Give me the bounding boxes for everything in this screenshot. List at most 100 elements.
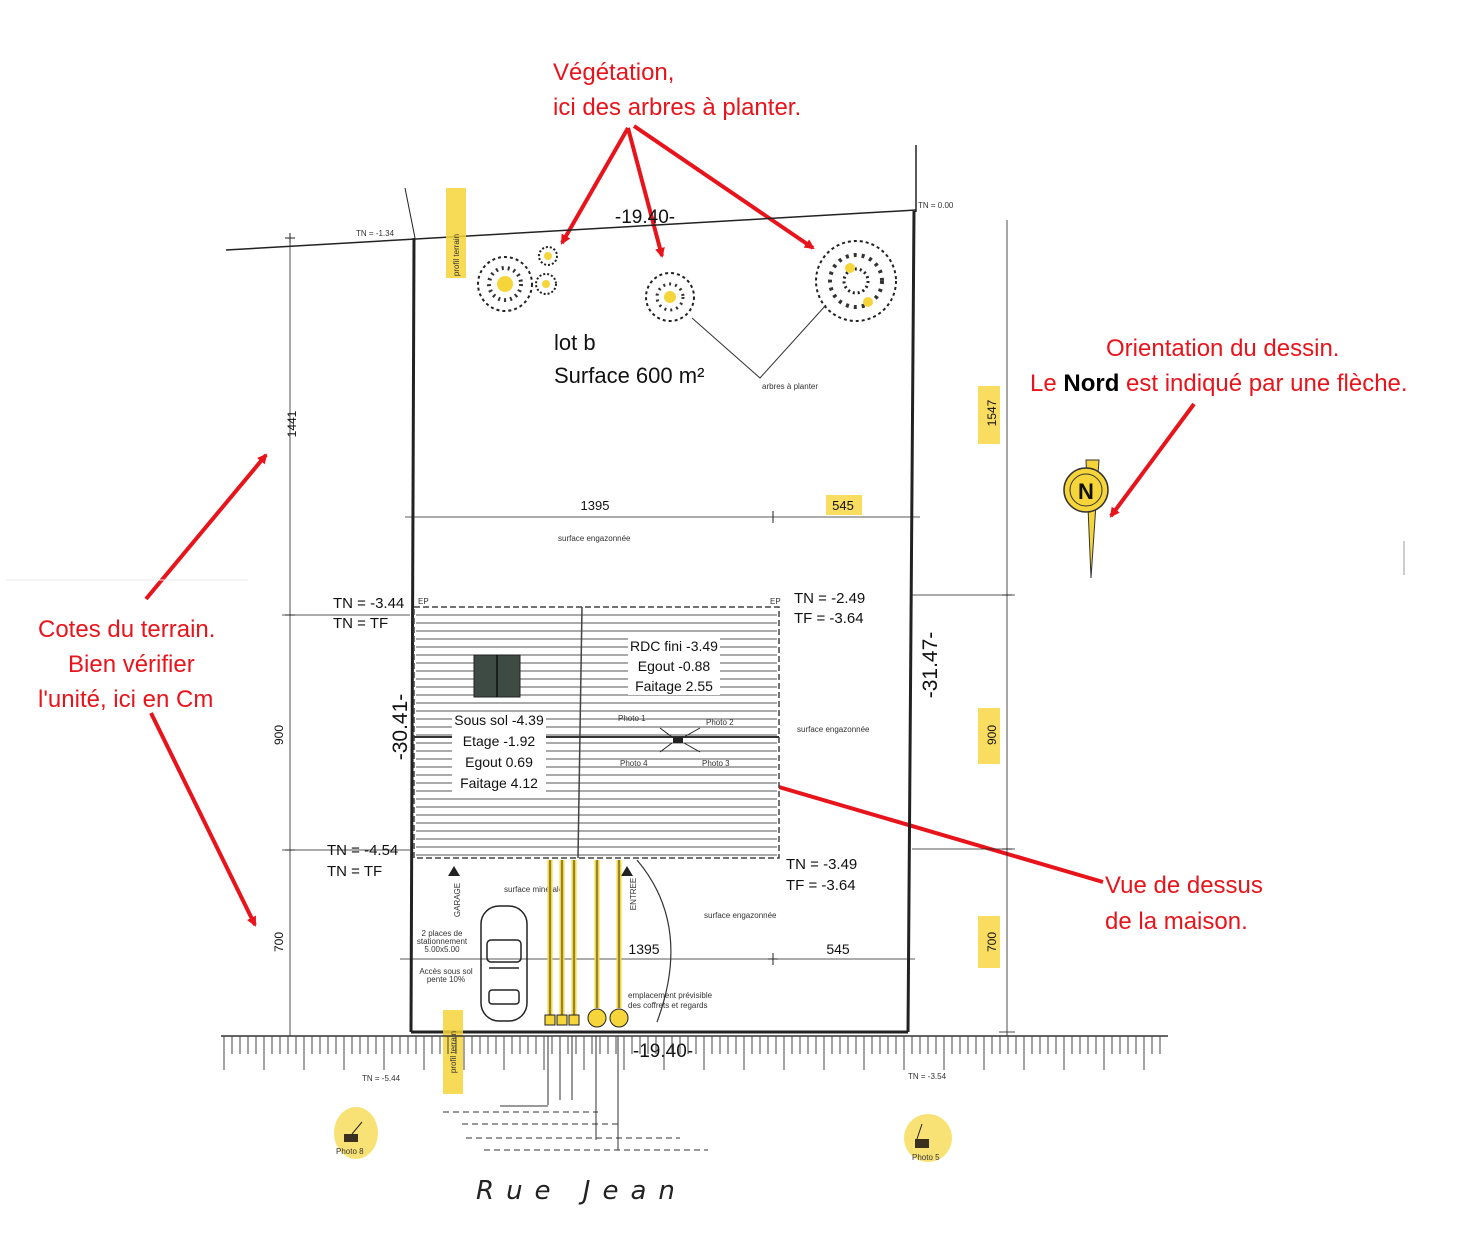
- tree-3: [535, 273, 557, 295]
- house-bl-tf: TN = TF: [327, 863, 382, 880]
- rdc-faitage-label: Faitage 2.55: [635, 678, 713, 694]
- house-tr-tf: TF = -3.64: [794, 610, 864, 627]
- annotation-arrows: [144, 124, 1196, 927]
- car-icon: [480, 905, 528, 1022]
- lot-label: lot b: [554, 330, 596, 355]
- dim-1395-bottom: 1395: [628, 941, 659, 957]
- ridge-divider: [577, 606, 583, 859]
- house-tl-tf: TN = TF: [333, 615, 388, 632]
- photo-3-label: Photo 3: [702, 759, 730, 768]
- rdc-label: RDC fini -3.49: [630, 638, 718, 654]
- photo-8-label: Photo 8: [336, 1147, 364, 1156]
- left-depth: -30.41-: [389, 694, 412, 761]
- vegetation-annotation-line2: ici des arbres à planter.: [553, 94, 801, 121]
- profil-terrain-bottom: profil terrain: [449, 1031, 458, 1073]
- tree-4: [645, 272, 695, 322]
- orientation-annotation-line2: Le Nord est indiqué par une flèche.: [1030, 370, 1408, 397]
- photo-markers: [659, 727, 701, 753]
- arrow-tree-3: [632, 124, 815, 250]
- cotes-annotation-line3: l'unité, ici en Cm: [38, 686, 213, 713]
- service-lines: [443, 1036, 708, 1151]
- highlight-900: [978, 708, 1000, 764]
- dim-right-700: 700: [985, 932, 999, 952]
- etage-label: Etage -1.92: [463, 733, 536, 749]
- orientation-annotation-line1: Orientation du dessin.: [1106, 335, 1339, 362]
- rdc-egout-label: Egout -0.88: [638, 658, 711, 674]
- photo-1-label: Photo 1: [618, 714, 646, 723]
- right-depth: -31.47-: [919, 632, 942, 699]
- house-br-tn: TN = -3.49: [786, 856, 857, 873]
- tree-1: [477, 256, 533, 312]
- arrow-north: [1109, 402, 1196, 518]
- house-outline: [413, 606, 780, 859]
- dimension-ticks: [285, 233, 1012, 965]
- arrow-dimension-bottom: [149, 712, 257, 927]
- trees-label: arbres à planter: [762, 382, 818, 391]
- dim-left-1441: 1441: [285, 410, 299, 437]
- utility-lines: [544, 860, 629, 1028]
- house-br-tf: TF = -3.64: [786, 877, 856, 894]
- dim-right-900: 900: [985, 725, 999, 745]
- house-tr-tn: TN = -2.49: [794, 590, 865, 607]
- coffrets-line2: des coffrets et regards: [628, 1001, 707, 1010]
- dim-left-700: 700: [272, 932, 286, 952]
- top-width: -19.40-: [615, 207, 675, 228]
- vegetation-annotation-line1: Végétation,: [553, 59, 674, 86]
- dim-left-900: 900: [272, 725, 286, 745]
- house-tl-tn: TN = -3.44: [333, 595, 404, 612]
- vue-annotation-line2: de la maison.: [1105, 908, 1248, 935]
- acces-line1: Accès sous sol: [419, 967, 473, 976]
- acces-line2: pente 10%: [427, 975, 465, 984]
- profil-highlight-bottom: [443, 1010, 463, 1094]
- parking-line2: stationnement: [417, 937, 468, 946]
- bottom-width: -19.40-: [633, 1041, 693, 1062]
- tn-bottom-right: TN = -3.54: [908, 1072, 947, 1081]
- entry-path: [636, 859, 672, 1023]
- cotes-annotation-line1: Cotes du terrain.: [38, 616, 215, 643]
- house-bl-tn: TN = -4.54: [327, 842, 398, 859]
- parking-line1: 2 places de: [422, 929, 463, 938]
- arrow-dimension-top: [144, 453, 268, 601]
- profil-terrain-top: profil terrain: [452, 234, 461, 276]
- street-name: Rue Jean: [476, 1176, 687, 1206]
- street-edge: [221, 1035, 1168, 1070]
- tn-top-right: TN = 0.00: [918, 201, 954, 210]
- soussol-label: Sous sol -4.39: [454, 712, 544, 728]
- photo-5-marker: [904, 1114, 952, 1162]
- arrow-tree-1: [560, 127, 630, 245]
- photo-8-marker: [334, 1107, 378, 1159]
- egout-label: Egout 0.69: [465, 754, 533, 770]
- highlight-545-top: [826, 495, 862, 515]
- dim-1395-top: 1395: [581, 498, 610, 513]
- tree-2: [538, 246, 558, 266]
- cotes-annotation-line2: Bien vérifier: [68, 651, 195, 678]
- tn-top-left: TN = -1.34: [356, 229, 395, 238]
- surface-engazonnee-top: surface engazonnée: [558, 534, 631, 543]
- entree-label: ENTREE: [629, 878, 638, 910]
- tree-5: [815, 240, 897, 322]
- photo-4-label: Photo 4: [620, 759, 648, 768]
- garage-label: GARAGE: [453, 883, 462, 917]
- photo-5-label: Photo 5: [912, 1153, 940, 1162]
- arrow-tree-2: [626, 127, 665, 258]
- trees: [477, 240, 897, 379]
- profil-highlight-top: [446, 188, 466, 278]
- dim-545-top: 545: [832, 498, 854, 513]
- faitage-label: Faitage 4.12: [460, 775, 538, 791]
- vue-annotation-line1: Vue de dessus: [1105, 872, 1263, 899]
- north-label: N: [1078, 479, 1094, 504]
- lot-surface: Surface 600 m²: [554, 363, 704, 388]
- north-arrow-icon: [1063, 459, 1109, 579]
- trees-leader-lines: [691, 304, 827, 379]
- tn-bottom-left: TN = -5.44: [362, 1074, 401, 1083]
- coffrets-line1: emplacement prévisible: [628, 991, 713, 1000]
- arrow-house: [736, 772, 1104, 884]
- parking-line3: 5.00x5.00: [424, 945, 460, 954]
- dim-right-1547: 1547: [985, 399, 999, 426]
- dim-545-bottom: 545: [826, 941, 850, 957]
- surface-engazonnee-right: surface engazonnée: [797, 725, 870, 734]
- photo-2-label: Photo 2: [706, 718, 734, 727]
- surface-engazonnee-bottom: surface engazonnée: [704, 911, 777, 920]
- highlight-1547: [978, 386, 1000, 444]
